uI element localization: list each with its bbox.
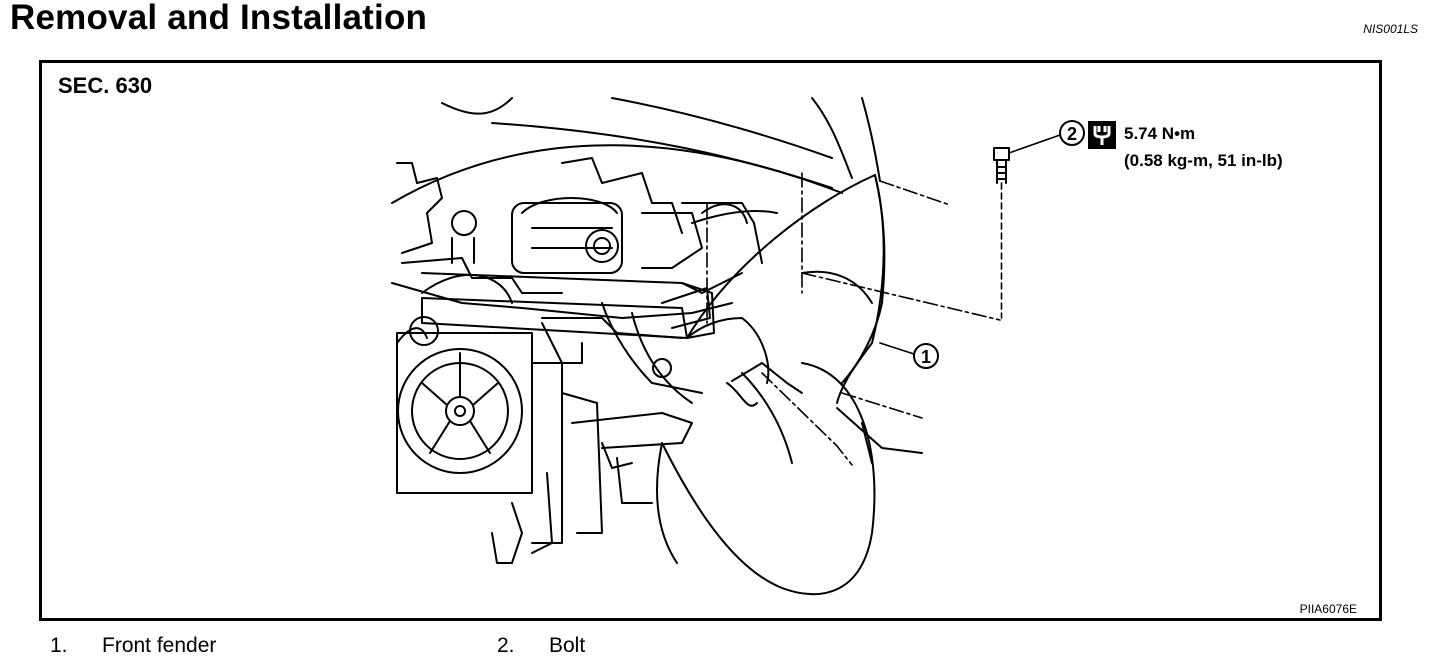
bolt-icon [993, 147, 1010, 319]
torque-spec: 5.74 N•m (0.58 kg-m, 51 in-lb) [1124, 120, 1283, 174]
fender-illustration: 2 1 [391, 97, 1085, 596]
section-label: SEC. 630 [58, 73, 153, 98]
callout-1-label: 1 [921, 347, 931, 367]
legend-label: Front fender [102, 634, 217, 657]
page-title: Removal and Installation [10, 0, 428, 37]
document-code: NIS001LS [1363, 22, 1418, 36]
figure-code: PIIA6076E [1299, 602, 1357, 616]
torque-value: 5.74 N•m [1124, 124, 1196, 143]
legend-number: 2. [497, 634, 515, 657]
torque-alt-value: (0.58 kg-m, 51 in-lb) [1124, 151, 1283, 170]
torque-wrench-icon [1088, 121, 1116, 149]
legend-number: 1. [50, 634, 68, 657]
figure-frame: 2 1 SEC. 630 PIIA6076E [39, 60, 1382, 621]
callout-2-label: 2 [1067, 124, 1077, 144]
legend-label: Bolt [549, 634, 586, 657]
